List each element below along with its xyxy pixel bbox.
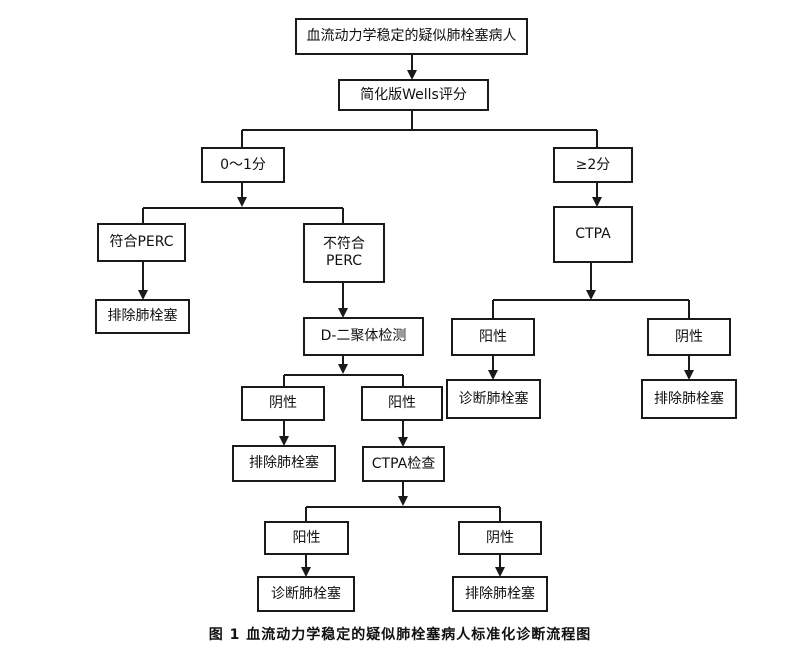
connector-wells-split bbox=[241, 111, 598, 147]
exclude-pe-box-a: 排除肺栓塞 bbox=[95, 299, 190, 334]
score-high-box: ≥2分 bbox=[553, 147, 633, 183]
connector-perc-split bbox=[142, 207, 344, 223]
connector-ctpacheck-split bbox=[305, 506, 501, 521]
exclude-pe-box-c: 排除肺栓塞 bbox=[452, 576, 548, 612]
ctpa-negative-box: 阴性 bbox=[647, 318, 731, 356]
start-patient-box: 血流动力学稳定的疑似肺栓塞病人 bbox=[295, 18, 528, 55]
score-low-box: 0～1分 bbox=[201, 147, 285, 183]
connector-ddimer-split bbox=[283, 374, 404, 386]
ddimer-negative-box: 阴性 bbox=[241, 386, 325, 421]
diagnose-pe-box-b: 诊断肺栓塞 bbox=[446, 379, 541, 419]
connector-ctpa-split bbox=[492, 299, 690, 318]
ddimer-positive-box: 阳性 bbox=[361, 386, 443, 421]
ctpa-check-positive-box: 阳性 bbox=[264, 521, 349, 555]
perc-not-meet-box: 不符合 PERC bbox=[303, 223, 385, 283]
exclude-pe-box-d: 排除肺栓塞 bbox=[641, 379, 737, 419]
ctpa-check-box: CTPA检查 bbox=[362, 446, 445, 482]
perc-meet-box: 符合PERC bbox=[97, 223, 186, 262]
ctpa-check-negative-box: 阴性 bbox=[458, 521, 542, 555]
ddimer-box: D-二聚体检测 bbox=[303, 317, 424, 356]
exclude-pe-box-b: 排除肺栓塞 bbox=[232, 445, 336, 482]
diagnose-pe-box-a: 诊断肺栓塞 bbox=[257, 576, 355, 612]
wells-score-box: 简化版Wells评分 bbox=[338, 79, 489, 111]
figure-caption: 图 1 血流动力学稳定的疑似肺栓塞病人标准化诊断流程图 bbox=[208, 627, 592, 643]
ctpa-positive-box: 阳性 bbox=[451, 318, 535, 356]
ctpa-box: CTPA bbox=[553, 206, 633, 263]
